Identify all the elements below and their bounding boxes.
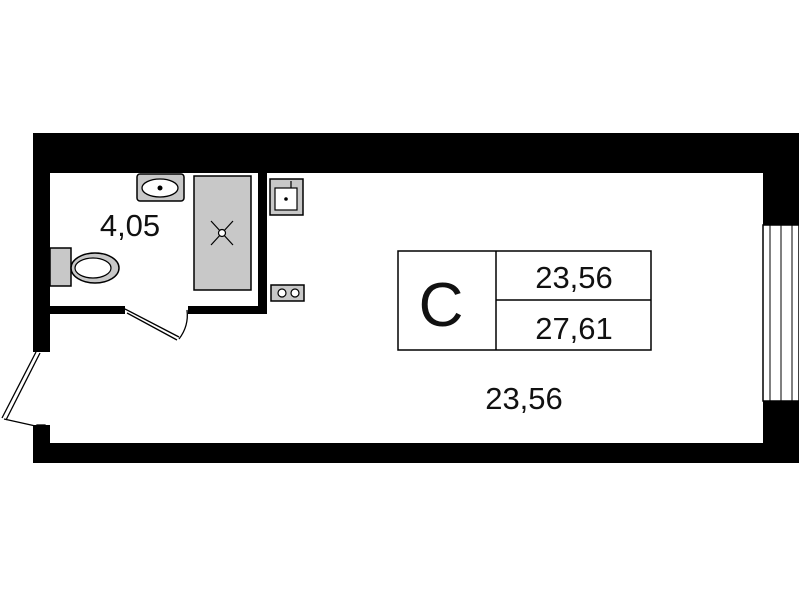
wall-left-upper xyxy=(33,133,50,352)
stove-icon xyxy=(270,284,305,302)
bathroom-walls xyxy=(50,173,267,314)
wall-right-upper xyxy=(763,133,799,225)
bathroom-wall-right xyxy=(258,173,267,314)
washbasin-icon xyxy=(136,173,185,202)
shower-icon xyxy=(193,175,252,291)
wall-top xyxy=(33,133,799,173)
apartment-type-label: C xyxy=(419,271,464,340)
kitchen-sink-icon xyxy=(269,178,304,216)
exterior-walls xyxy=(33,133,799,463)
bathroom-door xyxy=(124,308,188,341)
wall-bottom xyxy=(33,443,799,463)
living-room-area-label: 23,56 xyxy=(485,381,563,416)
wall-right-lower xyxy=(763,401,799,463)
bathroom-wall-bottom-left xyxy=(50,306,125,314)
window xyxy=(762,224,799,402)
apartment-legend: C 23,56 27,61 xyxy=(397,250,652,351)
entrance-door xyxy=(1,351,46,436)
toilet-icon xyxy=(49,247,120,287)
living-area-value: 23,56 xyxy=(535,260,613,295)
bathroom-area-label: 4,05 xyxy=(100,208,160,243)
bathroom-wall-bottom-right xyxy=(188,306,267,314)
total-area-value: 27,61 xyxy=(535,311,613,346)
